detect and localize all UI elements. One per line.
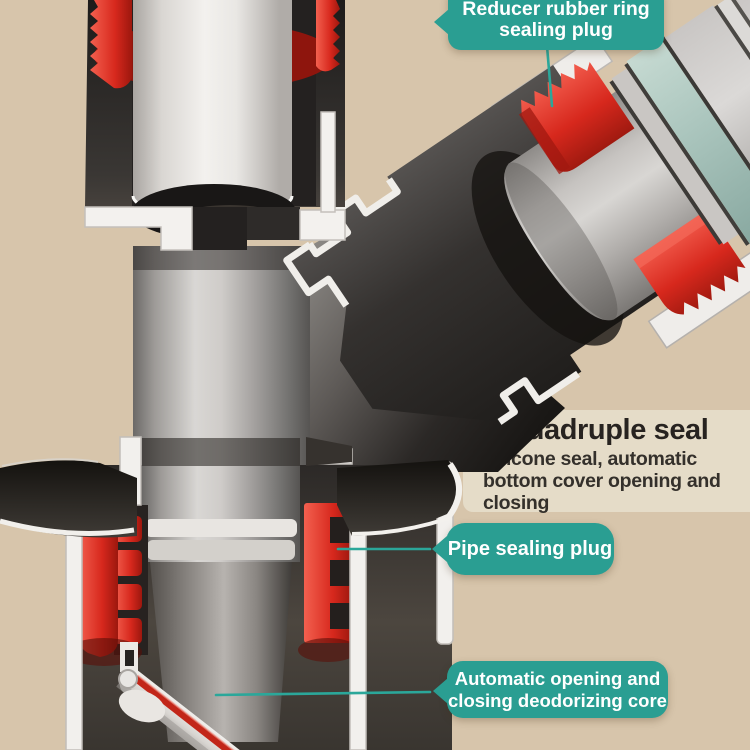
red-ring-side-face	[518, 107, 570, 175]
pipe-sealing-plug-left	[66, 503, 148, 666]
flap-hinge	[118, 669, 138, 689]
pipe-sealing-plug-right	[298, 503, 358, 662]
callout-deodorizing-core: Automatic opening and closing deodorizin…	[433, 661, 668, 718]
seafoam-seal-ring	[626, 38, 750, 246]
diagonal-branch-assembly	[283, 0, 750, 425]
cut-face-side	[320, 111, 336, 213]
callout-text-line2: closing deodorizing core	[448, 689, 667, 711]
flange-right	[337, 460, 463, 536]
info-description: Silicone seal, automatic bottom cover op…	[483, 448, 721, 514]
red-ring-top-face	[633, 210, 713, 269]
callout-text-line1: Automatic opening and	[454, 668, 661, 689]
callout-arrow-icon	[433, 678, 448, 704]
callout-arrow-icon	[432, 536, 447, 562]
top-socket-cutaway	[84, 0, 346, 251]
info-panel: Quadruple seal Silicone seal, automatic …	[463, 410, 750, 514]
callout-text: Pipe sealing plug	[447, 537, 613, 560]
deodorizing-cone	[150, 562, 292, 742]
leader-reducer	[545, 44, 554, 108]
cut-face-left	[84, 206, 193, 251]
flange-left	[0, 458, 137, 538]
callout-text-line2: sealing plug	[499, 18, 613, 41]
leader-deodorizing	[214, 690, 432, 697]
flap-latch-notch	[125, 650, 134, 666]
flange-shadow-band	[142, 438, 300, 466]
floor-drain-cutaway	[0, 436, 463, 750]
shell-stub	[306, 437, 352, 466]
outer-pipe-sliver-bottom	[647, 152, 750, 349]
flap-lip	[118, 689, 166, 723]
cut-dark-column2	[247, 207, 300, 240]
silicone-seal-ring-1	[145, 519, 297, 537]
red-plug-right	[316, 0, 340, 72]
vertical-pipe-body	[133, 246, 310, 472]
cut-dark-column	[192, 207, 247, 250]
bottom-flap	[116, 669, 318, 750]
silicone-seal-ring-2	[147, 540, 295, 560]
callout-pipe-sealing-plug: Pipe sealing plug	[432, 523, 614, 575]
inserted-white-pipe	[133, 0, 292, 217]
red-plug-left	[90, 0, 132, 89]
cut-face-right	[299, 209, 346, 241]
plug-pipe-end-shade	[505, 162, 618, 321]
leader-lines	[214, 44, 554, 697]
callout-arrow-icon	[434, 9, 449, 35]
callout-text-line1: Reducer rubber ring	[462, 0, 650, 20]
callout-reducer-rubber-ring: Reducer rubber ring sealing plug	[434, 0, 664, 50]
joint-rings	[609, 0, 750, 246]
